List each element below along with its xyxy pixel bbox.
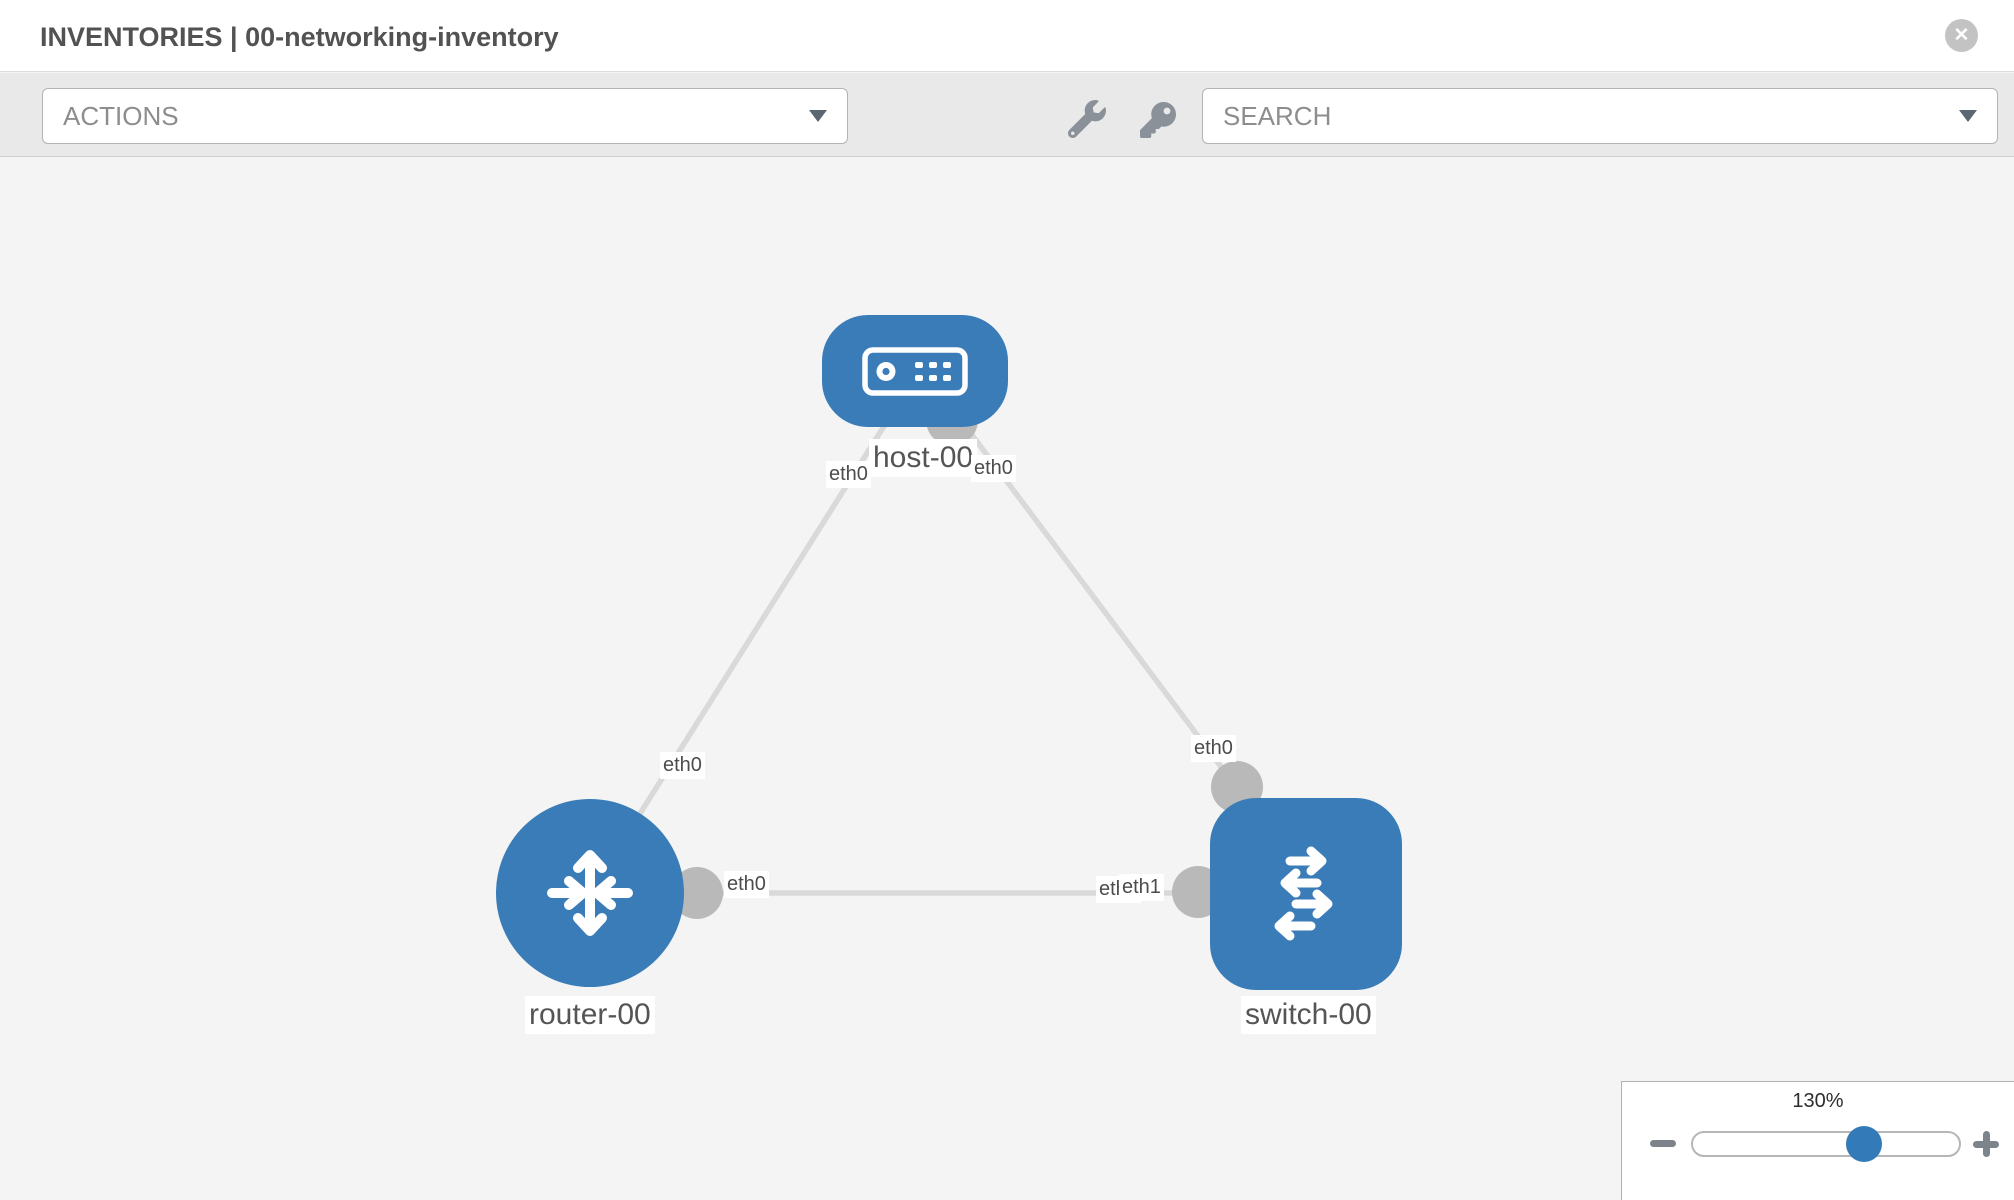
interface-label: eth0 <box>660 752 705 779</box>
interface-label-overlap: eth0 eth1 <box>1096 874 1216 906</box>
search-dropdown[interactable]: SEARCH <box>1202 88 1998 144</box>
interface-label: eth1 <box>1119 874 1164 901</box>
zoom-control-panel: 130% <box>1621 1081 2014 1200</box>
minus-icon[interactable] <box>1650 1140 1676 1147</box>
interface-label: eth0 <box>724 871 769 898</box>
plus-icon[interactable] <box>1973 1131 1999 1157</box>
actions-dropdown-label: ACTIONS <box>63 100 179 131</box>
page-title: INVENTORIES | 00-networking-inventory <box>40 22 559 52</box>
interface-label: eth0 <box>971 455 1016 482</box>
search-dropdown-label: SEARCH <box>1223 100 1332 131</box>
node-host[interactable] <box>822 315 1008 427</box>
toolbar: ACTIONS SEARCH <box>0 73 2014 157</box>
switch-icon <box>1274 846 1333 941</box>
zoom-level-value: 130% <box>1792 1090 1844 1112</box>
header-bar: INVENTORIES | 00-networking-inventory ✕ <box>0 0 2014 72</box>
zoom-slider-thumb[interactable] <box>1846 1126 1882 1162</box>
link-host-switch[interactable] <box>960 421 1240 790</box>
node-label-router: router-00 <box>525 996 655 1034</box>
interface-dot-router <box>671 867 723 919</box>
zoom-slider-track[interactable] <box>1691 1131 1961 1157</box>
topology-canvas[interactable]: eth0 host-00 eth0 eth0 eth0 eth0 eth0 et… <box>0 158 2014 1200</box>
router-icon <box>547 850 633 936</box>
key-icon[interactable] <box>1140 102 1176 138</box>
close-icon[interactable]: ✕ <box>1945 19 1978 52</box>
host-icon <box>862 347 968 396</box>
actions-dropdown[interactable]: ACTIONS <box>42 88 848 144</box>
node-switch[interactable] <box>1210 798 1402 990</box>
chevron-down-icon <box>1959 110 1977 122</box>
node-router[interactable] <box>496 799 684 987</box>
wrench-icon[interactable] <box>1067 100 1106 139</box>
node-label-host: host-00 <box>869 439 978 477</box>
interface-label: eth0 <box>826 461 871 488</box>
interface-label: eth0 <box>1191 735 1236 762</box>
chevron-down-icon <box>809 110 827 122</box>
node-label-switch: switch-00 <box>1241 996 1376 1034</box>
